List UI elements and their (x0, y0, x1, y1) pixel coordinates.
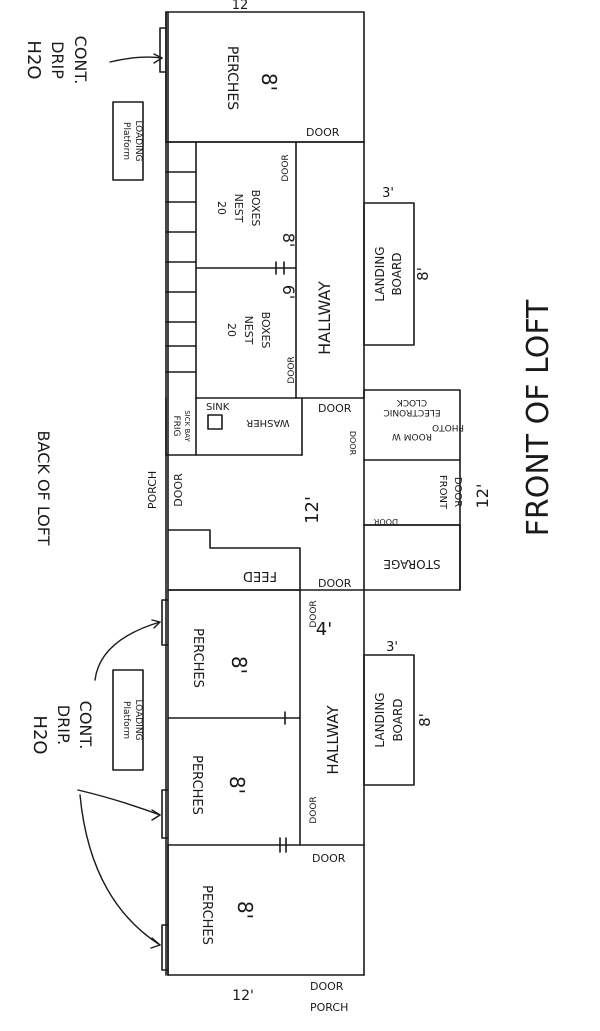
door-storage-top: DOOR (373, 517, 398, 526)
loading-platform-top-line1: LOADING (133, 120, 143, 161)
perches-bottom-size: 8' (233, 901, 257, 919)
door-nest-lower: DOOR (287, 356, 297, 383)
feed-label: FEED (243, 568, 277, 583)
loading-platform-bottom-line1: LOADING (133, 699, 143, 740)
hallway-lower-size: 4' (316, 619, 332, 640)
front-door-line1: FRONT (437, 475, 448, 510)
landing-board-upper-line2: BOARD (390, 252, 404, 295)
nest-boxes-upper-line1: 20 (215, 201, 228, 215)
landing-board-lower-line1: LANDING (373, 692, 387, 747)
storage-label: STORAGE (383, 557, 440, 571)
front-door-size: 12' (473, 484, 492, 509)
landing-board-upper-width: 3' (382, 186, 394, 201)
nest-boxes-upper-line3: BOXES (249, 190, 262, 227)
top-dimension: 12 (232, 0, 249, 13)
door-porch-side: DOOR (172, 473, 185, 507)
cont-drip-bottom-line1: CONT. (76, 701, 95, 750)
door-bottom-perches: DOOR (312, 852, 346, 865)
hallway-lower-label: HALLWAY (324, 705, 342, 775)
photo-room-line2: ROOM W (392, 431, 432, 441)
landing-board-lower-length: 8' (416, 713, 434, 727)
cont-drip-top-line3: H2O (23, 40, 44, 79)
landing-board-upper-line1: LANDING (373, 246, 387, 301)
perches-top-size: 8' (257, 73, 281, 91)
cont-drip-bottom-line3: H2O (29, 715, 50, 754)
walls (112, 11, 461, 976)
landing-board-lower-line2: BOARD (391, 698, 405, 741)
bottom-door-label: DOOR (310, 980, 344, 993)
sink-label: SINK (206, 402, 230, 413)
sick-bay-label: SICK BAY (183, 410, 191, 442)
perches-top-label: PERCHES (224, 46, 240, 110)
photo-room-line1: PHOTO (432, 422, 464, 432)
front-door-line2: DOOR (452, 477, 463, 507)
photo-room-line3: ELECTRONIC (383, 407, 440, 417)
bottom-dimension: 12' (232, 988, 254, 1004)
labels: 12 12' BACK OF LOFT FRONT OF LOFT CONT. … (23, 0, 556, 1014)
perches-lower-label: PERCHES (189, 755, 204, 815)
washer-label: WASHER (246, 417, 289, 428)
cont-drip-bottom-line2: DRIP. (54, 705, 73, 745)
bottom-porch-label: PORCH (310, 1001, 348, 1014)
nest-boxes-lower-line3: BOXES (259, 312, 272, 349)
front-of-loft-label: FRONT OF LOFT (521, 299, 556, 536)
perches-lower-size: 8' (225, 776, 249, 794)
door-hallway-lower-bottom: DOOR (309, 796, 319, 823)
nest-boxes-upper-line2: NEST (232, 194, 245, 223)
frig-label: FRIG (171, 415, 181, 436)
door-photo-side: DOOR (348, 431, 357, 456)
back-of-loft-label: BACK OF LOFT (34, 431, 53, 546)
drip-arrows (77, 53, 163, 949)
landing-board-upper-length: 8' (414, 267, 432, 281)
door-hallway-lower-top: DOOR (309, 600, 319, 627)
door-top: DOOR (306, 126, 340, 139)
photo-room-line4: CLOCK (396, 397, 427, 407)
hallway-upper-label: HALLWAY (315, 281, 334, 355)
loading-platform-top-line2: Platform (121, 122, 131, 160)
nest-boxes-upper-size: 8' (279, 233, 298, 248)
loading-platform-bottom-line2: Platform (121, 701, 131, 739)
perches-bottom-label: PERCHES (199, 885, 214, 945)
nest-boxes-lower-size: 6' (279, 285, 298, 300)
perches-mid-size: 8' (227, 656, 251, 674)
door-nest-upper: DOOR (281, 154, 291, 181)
cont-drip-top-line2: DRIP (48, 41, 67, 79)
nest-boxes-lower-line1: 20 (225, 323, 238, 337)
nest-boxes-lower-line2: NEST (242, 316, 255, 345)
perches-mid-label: PERCHES (190, 628, 205, 688)
door-photo: DOOR (318, 402, 352, 415)
door-feed: DOOR (318, 577, 352, 590)
cont-drip-top-line1: CONT. (71, 36, 90, 85)
porch-label-left: PORCH (146, 471, 159, 509)
center-12-label: 12' (302, 496, 323, 524)
landing-board-lower-width: 3' (386, 640, 398, 655)
